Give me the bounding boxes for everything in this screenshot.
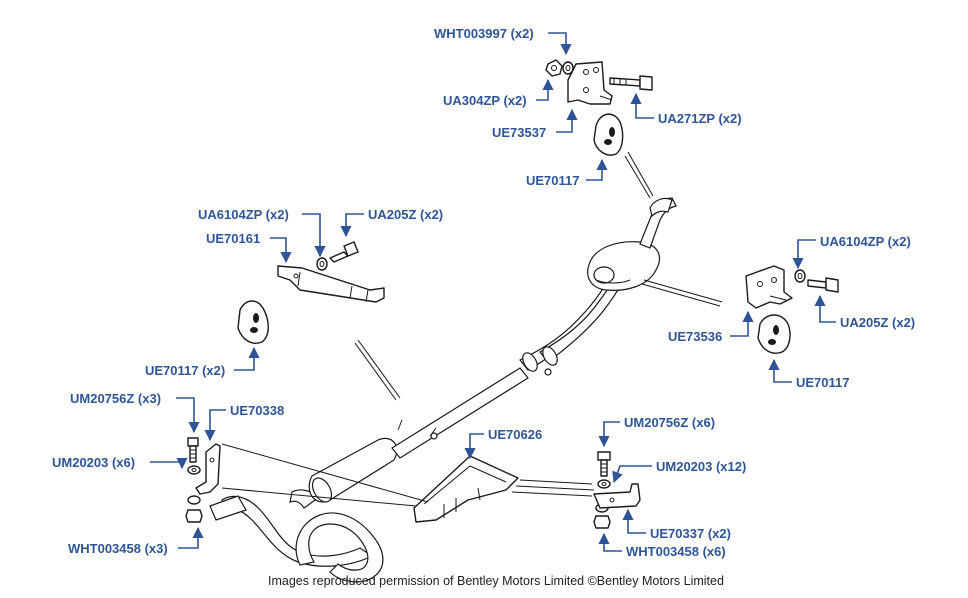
label-ue70117-right: UE70117 — [796, 375, 850, 390]
nut-wht003458-left — [185, 509, 203, 523]
bottom-right-fixings — [593, 451, 641, 529]
heat-shield-drawing — [413, 455, 519, 523]
intermediate-pipes — [391, 277, 621, 459]
label-ua304zp: UA304ZP (x2) — [443, 93, 527, 108]
label-ue70626: UE70626 — [488, 427, 542, 442]
right-mounting-group — [745, 265, 839, 354]
label-ua271zp: UA271ZP (x2) — [658, 111, 742, 126]
left-mounting-group — [237, 241, 385, 344]
bracket-ue70338 — [195, 443, 221, 495]
label-um20203-right: UM20203 (x12) — [656, 459, 746, 474]
washer-um20203-left — [187, 465, 201, 475]
rubber-mount-left — [237, 300, 269, 344]
label-wht003997: WHT003997 (x2) — [434, 26, 534, 41]
label-ue70161: UE70161 — [206, 231, 260, 246]
copyright-credit: Images reproduced permission of Bentley … — [268, 574, 724, 588]
label-wht003458-right: WHT003458 (x6) — [626, 544, 726, 559]
bolt-um20756z-right — [597, 451, 611, 461]
label-um20756z-left: UM20756Z (x3) — [70, 391, 161, 406]
bracket-ue70337 — [593, 483, 641, 509]
washer-um20203-right — [597, 479, 611, 489]
leader-arrows — [150, 32, 836, 552]
bracket-ue70161 — [277, 265, 385, 303]
rubber-mount-right — [757, 314, 791, 354]
label-wht003458-left: WHT003458 (x3) — [68, 541, 168, 556]
front-downpipes — [209, 489, 384, 583]
bottom-left-fixings — [185, 437, 221, 523]
label-ua205z-left: UA205Z (x2) — [368, 207, 443, 222]
label-um20203-left: UM20203 (x6) — [52, 455, 135, 470]
exhaust-system-drawing — [209, 151, 723, 583]
tailpipe — [639, 197, 677, 249]
bolt-ua205z-left — [329, 251, 349, 263]
label-ue73536: UE73536 — [668, 329, 722, 344]
washer-ua6104zp-right — [794, 269, 806, 283]
label-ue73537: UE73537 — [492, 125, 546, 140]
label-ua205z-right: UA205Z (x2) — [840, 315, 915, 330]
label-ue70117-left: UE70117 (x2) — [145, 363, 225, 378]
label-ue70337: UE70337 (x2) — [650, 526, 731, 541]
part-labels: WHT003997 (x2) UA304ZP (x2) UE73537 UA27… — [52, 26, 915, 559]
top-mounting-group — [545, 59, 653, 156]
rubber-mount-top — [593, 113, 624, 156]
bracket-ue73536 — [745, 265, 793, 309]
washer-wht003997 — [562, 61, 574, 75]
label-ua6104zp-right: UA6104ZP (x2) — [820, 234, 911, 249]
washer-ua6104zp-left — [316, 257, 328, 271]
nut-wht003458-right — [593, 515, 611, 529]
bracket-ue73537 — [567, 61, 613, 105]
label-ue70338: UE70338 — [230, 403, 284, 418]
label-ue70117-top: UE70117 — [526, 173, 580, 188]
nut-ua304zp — [545, 59, 563, 77]
label-um20756z-right: UM20756Z (x6) — [624, 415, 715, 430]
guide-lines — [221, 151, 723, 507]
bolt-ua205z-right — [807, 279, 827, 289]
rear-silencer — [587, 241, 661, 291]
front-silencer — [308, 437, 398, 503]
bolt-um20756z-left — [187, 437, 199, 447]
label-ua6104zp-left: UA6104ZP (x2) — [198, 207, 289, 222]
